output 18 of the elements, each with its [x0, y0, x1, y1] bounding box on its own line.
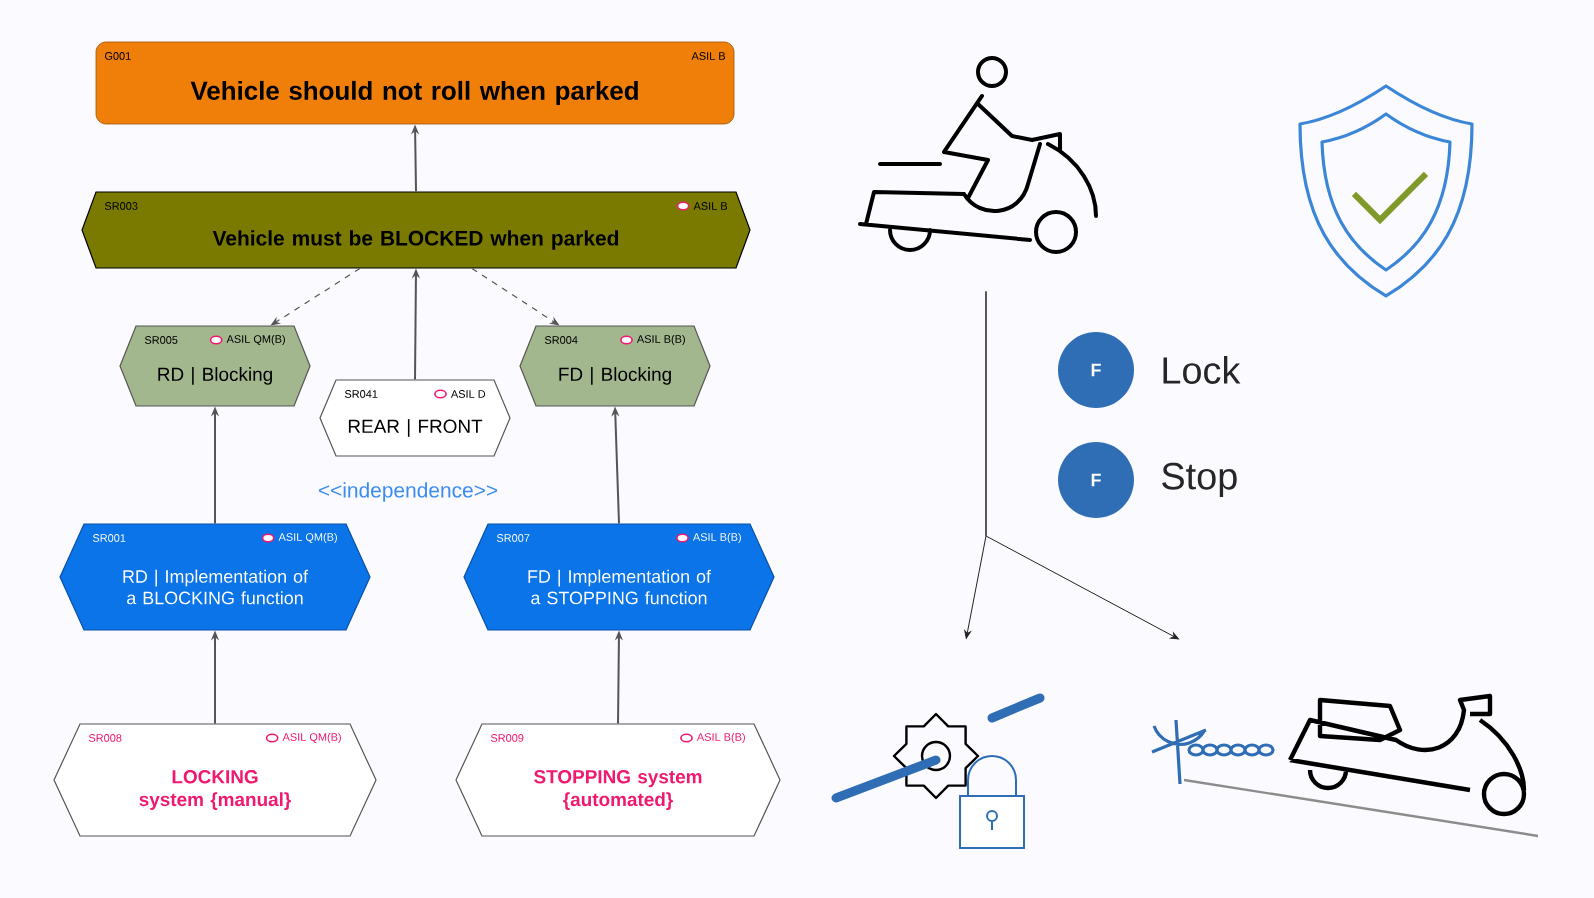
- arrow: [985, 290, 1179, 640]
- requirement-text: REAR | FRONT: [348, 419, 483, 437]
- gear-lock-drawing: [831, 693, 1045, 849]
- requirement-text: RD | Implementation of a BLOCKING function: [123, 569, 308, 605]
- scooter-rider-drawing: [858, 56, 1098, 254]
- requirement-text: LOCKING system {manual}: [139, 770, 291, 810]
- stereotype-label: <<independence>>: [318, 482, 498, 502]
- feature-badge: F: [1058, 442, 1134, 518]
- requirement-text: Vehicle must be BLOCKED when parked: [212, 230, 619, 250]
- anchored-scooter-drawing: [1150, 693, 1539, 838]
- requirement-text: Vehicle should not roll when parked: [190, 80, 638, 106]
- feature-label: Stop: [1162, 462, 1237, 498]
- feature-label: Lock: [1163, 356, 1241, 384]
- requirement-text: RD | Blocking: [158, 367, 272, 385]
- requirement-text: FD | Blocking: [559, 367, 671, 385]
- requirement-text: FD | Implementation of a STOPPING function: [528, 569, 712, 605]
- feature-badge: F: [1058, 332, 1134, 408]
- requirement-text: STOPPING system {automated}: [534, 770, 702, 810]
